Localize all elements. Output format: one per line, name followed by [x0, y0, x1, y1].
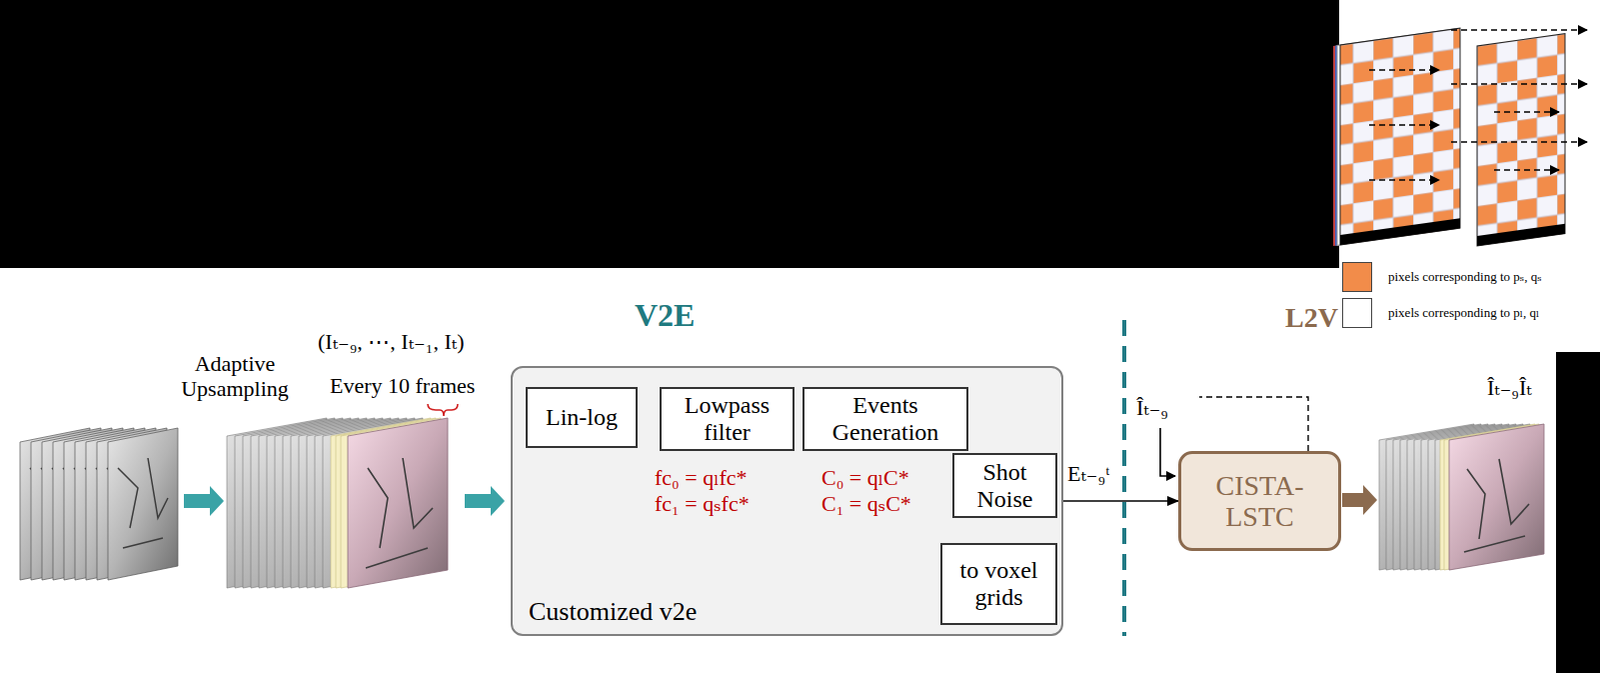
feedback-line: [1199, 396, 1309, 451]
box-label: to voxel grids: [942, 556, 1056, 611]
process-box: to voxel grids: [940, 542, 1058, 625]
black-area: [0, 0, 1340, 268]
connector: [1063, 499, 1179, 502]
flow-arrow: [183, 485, 224, 516]
box-label: Shot Noise: [954, 458, 1056, 513]
legend-text: pixels corresponding to pₛ, qₛ: [1388, 269, 1543, 285]
text-label: fc₀ = qₗfc*: [654, 465, 748, 491]
legend-row: pixels corresponding to pₛ, qₛ: [1342, 258, 1543, 295]
upsampled-frames: [226, 417, 448, 588]
input-arrow: [1160, 427, 1176, 476]
flow-arrow: [464, 485, 505, 516]
text-label: C₀ = qₗC*: [821, 465, 910, 491]
process-box: Lin-log: [525, 386, 638, 448]
black-area: [1556, 351, 1600, 673]
legend-swatch: [1342, 297, 1373, 328]
process-box: Events Generation: [802, 386, 969, 451]
brace: [427, 403, 458, 416]
text-label: Îₜ₋₉Îₜ: [1487, 375, 1533, 401]
input-frames: [19, 427, 178, 580]
network-box: CISTA-LSTC: [1178, 450, 1342, 551]
pixel-grid-figure: [1333, 27, 1588, 246]
legend-row: pixels corresponding to pₗ, qₗ: [1342, 294, 1543, 331]
legend: pixels corresponding to pₛ, qₛ pixels cor…: [1342, 258, 1543, 331]
group-box: Customized v2e Lin-log Lowpass filterEvent…: [510, 365, 1064, 636]
output-frames: [1379, 423, 1545, 570]
text-label: Adaptive Upsampling: [167, 351, 302, 401]
box-label: Customized v2e: [528, 596, 697, 626]
process-box: Lowpass filter: [659, 386, 795, 451]
edge-label: Eₜ₋₉ᵗ: [1067, 461, 1110, 487]
process-box: Shot Noise: [952, 452, 1058, 518]
text-label: L2V: [1285, 301, 1339, 333]
text-label: fc₁ = qₛfc*: [654, 491, 750, 517]
text-label: Every 10 frames: [329, 373, 475, 399]
flow-arrow: [1342, 484, 1378, 515]
text-label: Îₜ₋₉: [1136, 395, 1169, 421]
text-label: V2E: [634, 297, 695, 334]
legend-swatch: [1342, 261, 1373, 292]
box-label: Lin-log: [541, 403, 622, 431]
text-label: (Iₜ₋₉, ⋯, Iₜ₋₁, Iₜ): [317, 329, 464, 355]
box-label: CISTA-LSTC: [1181, 469, 1339, 533]
box-label: Lowpass filter: [661, 391, 793, 446]
separator: [1122, 319, 1127, 636]
box-label: Events Generation: [804, 391, 967, 446]
legend-text: pixels corresponding to pₗ, qₗ: [1388, 305, 1540, 321]
text-label: C₁ = qₛC*: [821, 491, 912, 517]
